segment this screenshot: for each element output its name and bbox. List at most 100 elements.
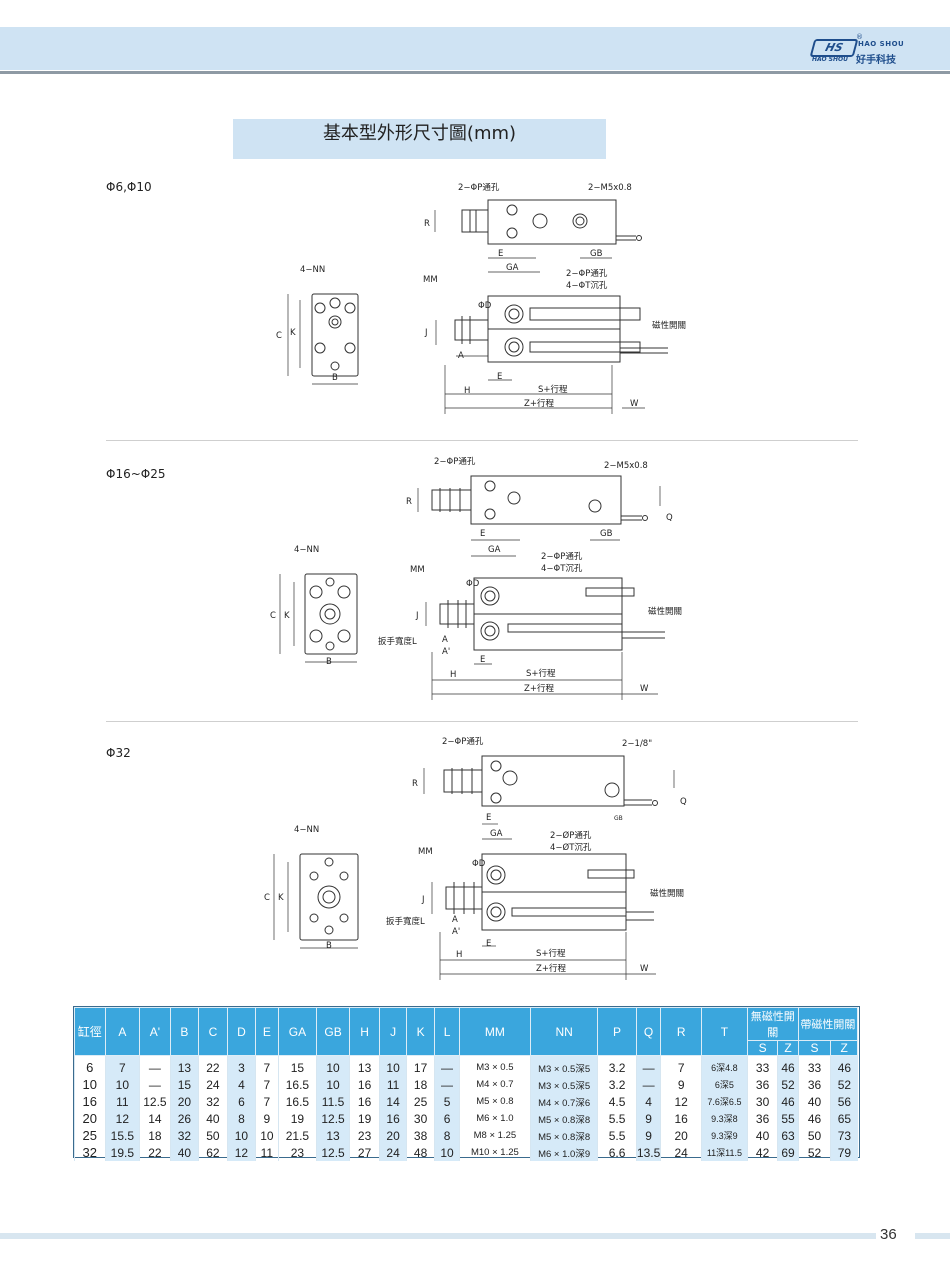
- dim-R: R: [406, 497, 412, 507]
- col-header-e: E: [255, 1007, 279, 1056]
- dim-W: W: [640, 964, 649, 974]
- table-cell: 14: [379, 1093, 407, 1110]
- table-cell: 42: [746, 1144, 778, 1161]
- table-cell: 3: [226, 1055, 256, 1076]
- table-cell: 36: [746, 1076, 778, 1093]
- col-header-d: D: [226, 1007, 257, 1056]
- logo-mark: HS: [809, 39, 859, 57]
- table-cell: 9: [660, 1076, 702, 1093]
- table-cell: 55: [777, 1110, 799, 1127]
- dim-D: ΦD: [472, 859, 486, 869]
- col-header-gb: GB: [316, 1007, 350, 1056]
- table-cell: 7: [104, 1055, 140, 1076]
- table-cell: 16: [348, 1076, 380, 1093]
- label-mm: MM: [418, 847, 433, 857]
- label-s-stroke: S+行程: [526, 668, 556, 679]
- dim-A: A: [458, 351, 464, 361]
- label-wrench: 扳手寬度L: [386, 916, 425, 927]
- dim-J: J: [424, 328, 428, 338]
- table-cell: M3 × 0.5: [458, 1055, 531, 1076]
- table-cell: 23: [277, 1144, 317, 1161]
- drawing-16-25: 2−ΦP通孔 2−M5x0.8 R Q E GB GA 4−NN 2−ΦP通孔 …: [270, 456, 682, 700]
- table-cell: 25: [74, 1127, 106, 1144]
- table-cell: 62: [198, 1144, 228, 1161]
- top-view-rod-end: [461, 209, 489, 233]
- table-cell: 40: [169, 1144, 199, 1161]
- table-cell: 10: [316, 1055, 350, 1076]
- dim-GA: GA: [488, 545, 501, 555]
- table-cell: 5.5: [597, 1110, 637, 1127]
- table-cell: 15.5: [104, 1127, 140, 1144]
- page-title: 基本型外形尺寸圖(mm): [233, 119, 606, 159]
- table-cell: 6.6: [597, 1144, 637, 1161]
- table-cell: 48: [405, 1144, 435, 1161]
- table-cell: 6: [74, 1055, 106, 1076]
- dim-Q: Q: [666, 513, 673, 523]
- table-cell: 21.5: [277, 1127, 317, 1144]
- dim-H: H: [450, 670, 456, 680]
- col-header-k: K: [405, 1007, 436, 1056]
- table-cell: 30: [405, 1110, 435, 1127]
- dim-GB: GB: [590, 249, 603, 259]
- table-cell: 33: [797, 1055, 831, 1076]
- table-cell: 12: [226, 1144, 256, 1161]
- table-cell: M5 × 0.8深8: [530, 1127, 598, 1144]
- label-cbore: 4−ΦT沉孔: [566, 281, 608, 291]
- table-cell: 4: [226, 1076, 256, 1093]
- label-switch: 磁性開關: [650, 888, 684, 899]
- table-cell: 10: [255, 1127, 279, 1144]
- label-cbore: 4−ΦT沉孔: [541, 564, 583, 574]
- table-cell: 15: [169, 1076, 199, 1093]
- table-cell: 11: [379, 1076, 407, 1093]
- table-cell: 16.5: [277, 1093, 317, 1110]
- dim-B: B: [332, 373, 338, 383]
- table-cell: 14: [139, 1110, 171, 1127]
- table-cell: 10: [74, 1076, 106, 1093]
- table-cell: 5.5: [597, 1127, 637, 1144]
- dim-C: C: [270, 611, 276, 621]
- label-thread: 2−1/8": [622, 739, 652, 749]
- table-cell: 69: [777, 1144, 799, 1161]
- label-z-stroke: Z+行程: [524, 683, 554, 694]
- table-cell: 8: [434, 1127, 460, 1144]
- company-logo: HS ® HAO SHOU HAO SHOU 好手科技: [809, 33, 912, 66]
- col-header-nn: NN: [530, 1007, 599, 1056]
- table-cell: 10: [379, 1055, 407, 1076]
- table-cell: 73: [830, 1127, 858, 1144]
- col-group-with-switch: 帶磁性開關: [797, 1007, 859, 1041]
- series-label-16-25: Φ16~Φ25: [106, 467, 166, 481]
- table-cell: 38: [405, 1127, 435, 1144]
- col-header-mm: MM: [458, 1007, 532, 1056]
- logo-sub-en: HAO SHOU: [812, 56, 848, 63]
- end-view-body: [299, 853, 359, 941]
- table-cell: 11.5: [316, 1093, 350, 1110]
- table-cell: —: [139, 1055, 171, 1076]
- table-cell: 6深5: [701, 1076, 748, 1093]
- footer-rule: [0, 1233, 876, 1239]
- table-cell: 6深4.8: [701, 1055, 748, 1076]
- col-header-bore: 缸徑: [74, 1007, 106, 1056]
- table-cell: 32: [198, 1093, 228, 1110]
- table-cell: 40: [797, 1093, 831, 1110]
- col-header-q: Q: [635, 1007, 662, 1056]
- table-cell: —: [635, 1076, 661, 1093]
- table-cell: 36: [746, 1110, 778, 1127]
- table-cell: 6: [434, 1110, 460, 1127]
- label-mm: MM: [423, 275, 438, 285]
- table-cell: 9: [635, 1127, 661, 1144]
- col-header-a: A: [104, 1007, 141, 1056]
- col-header-c: C: [198, 1007, 228, 1056]
- table-cell: 4.5: [597, 1093, 637, 1110]
- dim-K: K: [284, 611, 290, 621]
- table-cell: 11: [104, 1093, 140, 1110]
- table-cell: M6 × 1.0深9: [530, 1144, 598, 1161]
- table-cell: 12: [660, 1093, 702, 1110]
- label-wrench: 扳手寬度L: [378, 636, 417, 647]
- table-cell: M5 × 0.8: [458, 1093, 531, 1110]
- dim-E: E: [498, 249, 503, 259]
- table-cell: 27: [348, 1144, 380, 1161]
